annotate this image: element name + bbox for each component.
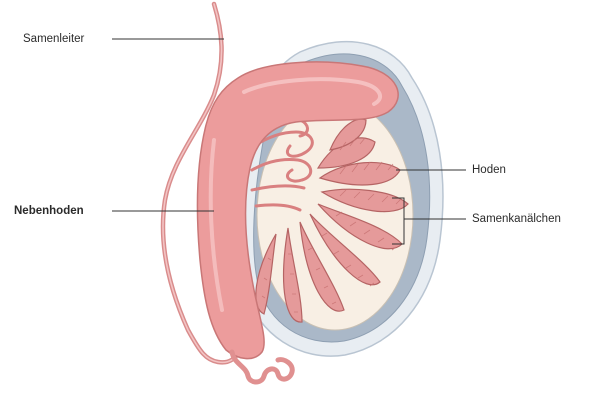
label-samenleiter: Samenleiter [23,32,84,46]
label-samenkanaelchen: Samenkanälchen [472,212,561,226]
label-hoden: Hoden [472,163,506,177]
label-nebenhoden: Nebenhoden [14,204,84,218]
